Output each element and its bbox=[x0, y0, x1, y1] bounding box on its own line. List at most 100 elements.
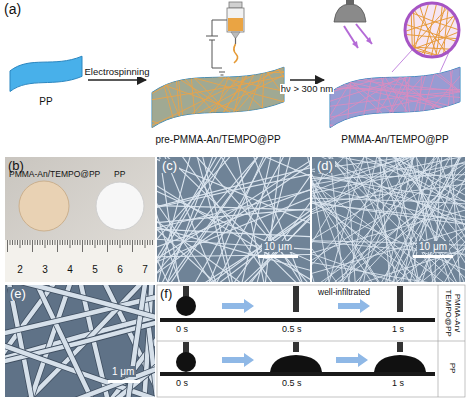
nanofiber bbox=[326, 65, 464, 132]
process-arrow bbox=[88, 79, 146, 81]
nanofiber bbox=[148, 60, 288, 132]
panel-letter: (e) bbox=[8, 287, 28, 301]
nanofiber bbox=[5, 285, 69, 397]
nanofiber bbox=[312, 157, 465, 282]
nanofiber bbox=[148, 60, 288, 132]
contact-angle-frames bbox=[157, 285, 465, 397]
figure-label: PMMA-An/TEMPO@PP bbox=[9, 170, 100, 179]
ruler-tick bbox=[30, 240, 31, 245]
sample-photo bbox=[5, 157, 155, 282]
sheet-label: PMMA-An/TEMPO@PP bbox=[326, 134, 464, 146]
figure-label: well-infiltrated bbox=[318, 288, 370, 297]
ruler-tick bbox=[17, 240, 18, 245]
figure-label: 5 bbox=[92, 264, 98, 275]
nanofiber bbox=[148, 60, 288, 132]
nanofiber bbox=[148, 60, 223, 132]
ruler-tick bbox=[100, 240, 101, 245]
nanofiber bbox=[148, 60, 288, 132]
process-sheet: pre-PMMA-An/TEMPO@PP bbox=[148, 60, 288, 146]
nanofiber bbox=[312, 157, 465, 282]
ruler-tick bbox=[40, 240, 41, 245]
nanofiber bbox=[157, 157, 310, 282]
nanofiber bbox=[157, 157, 310, 282]
nanofiber bbox=[157, 157, 310, 282]
nanofiber bbox=[148, 60, 288, 132]
nanofiber bbox=[157, 157, 310, 282]
nanofiber bbox=[336, 60, 368, 132]
nanofiber bbox=[312, 213, 465, 282]
nanofiber bbox=[312, 157, 465, 282]
panel-letter: (f) bbox=[160, 287, 172, 301]
nanofiber bbox=[148, 60, 288, 132]
nanofiber bbox=[431, 60, 465, 132]
nanofiber bbox=[312, 157, 465, 282]
figure-label: 6 bbox=[117, 264, 123, 275]
nanofiber bbox=[312, 157, 465, 282]
nanofiber bbox=[312, 157, 431, 282]
ruler-tick bbox=[82, 240, 83, 252]
nanofiber bbox=[326, 60, 464, 132]
nanofiber bbox=[148, 60, 288, 132]
nanofiber bbox=[373, 157, 465, 282]
ruler-tick bbox=[107, 240, 108, 252]
arrow-label: hν > 300 nm bbox=[280, 84, 335, 94]
figure-label: 10 μm bbox=[262, 241, 294, 252]
figure-label: 1 s bbox=[392, 379, 404, 389]
figure-label: 3 bbox=[42, 264, 48, 275]
ruler-tick bbox=[37, 240, 38, 245]
nanofiber bbox=[148, 60, 288, 132]
nanofiber bbox=[157, 157, 250, 282]
nanofiber bbox=[153, 60, 288, 132]
ruler-tick bbox=[85, 240, 86, 245]
ruler-tick bbox=[12, 240, 13, 245]
ruler-tick bbox=[125, 240, 126, 245]
ruler-tick bbox=[77, 240, 78, 245]
nanofiber bbox=[233, 157, 310, 282]
nanofiber bbox=[302, 27, 468, 78]
figure-label: 4 bbox=[67, 264, 73, 275]
nanofiber bbox=[148, 60, 288, 132]
nanofiber bbox=[157, 157, 310, 282]
nanofiber bbox=[167, 60, 288, 132]
ruler-tick bbox=[90, 240, 91, 245]
nanofiber bbox=[326, 60, 464, 132]
voltage-wires bbox=[206, 20, 227, 75]
nanofiber bbox=[312, 157, 465, 282]
ruler-tick bbox=[132, 240, 133, 252]
nanofiber bbox=[148, 72, 288, 81]
row-label: PMMA-An/ TEMPO@PP bbox=[443, 287, 461, 339]
uv-lamp bbox=[334, 0, 372, 48]
nanofiber bbox=[312, 157, 465, 282]
ruler-tick bbox=[87, 240, 88, 245]
fiber-mat bbox=[326, 60, 464, 132]
nanofiber bbox=[312, 157, 465, 282]
figure-label: 0.5 s bbox=[282, 325, 302, 335]
ruler-tick bbox=[80, 240, 81, 245]
nanofiber bbox=[148, 60, 288, 132]
ruler-tick bbox=[32, 240, 33, 252]
nanofiber bbox=[326, 62, 464, 132]
figure-label: 7 bbox=[142, 264, 148, 275]
figure-label: 0 s bbox=[176, 325, 188, 335]
ruler-tick bbox=[72, 240, 73, 245]
fiber-mat bbox=[148, 60, 288, 132]
nanofiber bbox=[5, 285, 69, 397]
nanofiber bbox=[157, 157, 310, 282]
nanofiber bbox=[157, 157, 310, 282]
ruler-tick bbox=[137, 240, 138, 245]
membrane-sheet bbox=[6, 52, 86, 94]
ruler-tick bbox=[150, 240, 151, 245]
nanofiber bbox=[326, 60, 402, 132]
ruler-tick bbox=[122, 240, 123, 245]
nanofiber bbox=[148, 60, 256, 132]
figure-label: 2 bbox=[17, 264, 23, 275]
nanofiber bbox=[148, 60, 288, 132]
nanofiber bbox=[312, 157, 465, 282]
ruler-tick bbox=[112, 240, 113, 245]
nanofiber bbox=[312, 6, 468, 75]
nanofiber bbox=[312, 157, 465, 282]
figure-label: PP bbox=[114, 170, 125, 179]
nanofiber bbox=[312, 157, 367, 282]
ruler-tick bbox=[52, 240, 53, 245]
nanofiber bbox=[312, 157, 465, 282]
